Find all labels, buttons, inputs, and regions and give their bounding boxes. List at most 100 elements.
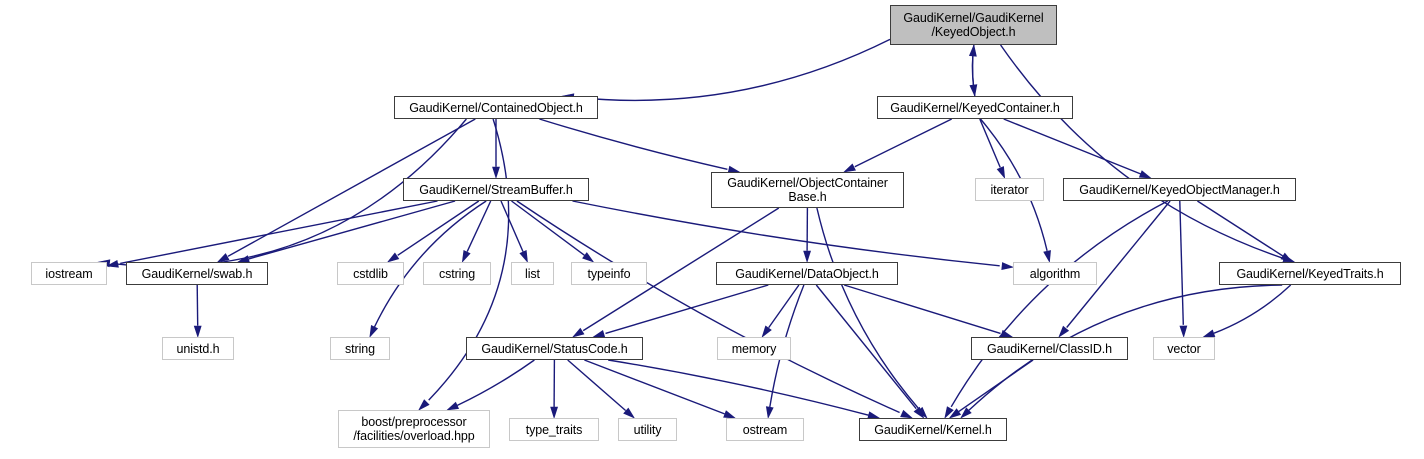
graph-edge-statuscode-to-utility bbox=[567, 359, 627, 412]
graph-node-string[interactable]: string bbox=[330, 337, 390, 360]
graph-node-label: string bbox=[345, 341, 375, 356]
graph-edge-streambuffer-to-typeinfo bbox=[511, 200, 585, 256]
graph-node-label: memory bbox=[731, 341, 777, 356]
graph-node-label: boost/preprocessor /facilities/overload.… bbox=[353, 415, 475, 443]
graph-edge-arrowhead bbox=[106, 260, 119, 268]
graph-node-typetraits[interactable]: type_traits bbox=[509, 418, 599, 441]
graph-node-utility[interactable]: utility bbox=[618, 418, 677, 441]
graph-node-label: typeinfo bbox=[587, 266, 631, 281]
graph-edge-keyedcontainer-to-objectcontainerbase bbox=[854, 118, 953, 168]
graph-node-label: list bbox=[525, 266, 540, 281]
graph-edge-dataobject-to-memory bbox=[768, 284, 800, 329]
graph-node-list[interactable]: list bbox=[511, 262, 554, 285]
graph-node-algorithm[interactable]: algorithm bbox=[1013, 262, 1097, 285]
graph-node-memory[interactable]: memory bbox=[717, 337, 791, 360]
graph-edge-keyedtraits-to-vector bbox=[1213, 284, 1292, 334]
graph-edge-dataobject-to-kernel bbox=[815, 284, 917, 410]
graph-edge-arrowhead bbox=[900, 409, 914, 419]
graph-edge-arrowhead bbox=[843, 163, 856, 173]
graph-edge-arrowhead bbox=[765, 406, 774, 419]
graph-edge-containedobject-to-objectcontainerbase bbox=[539, 118, 728, 170]
graph-node-objectcontainerbase[interactable]: GaudiKernel/ObjectContainer Base.h bbox=[711, 172, 904, 208]
graph-node-cstring[interactable]: cstring bbox=[423, 262, 491, 285]
graph-node-label: GaudiKernel/ClassID.h bbox=[986, 341, 1113, 356]
graph-node-streambuffer[interactable]: GaudiKernel/StreamBuffer.h bbox=[403, 178, 589, 201]
graph-node-vector[interactable]: vector bbox=[1153, 337, 1215, 360]
graph-node-boostoverload[interactable]: boost/preprocessor /facilities/overload.… bbox=[338, 410, 490, 448]
graph-edge-arrowhead bbox=[968, 44, 977, 57]
graph-edge-swab-to-unistd bbox=[196, 284, 199, 326]
graph-node-kernel[interactable]: GaudiKernel/Kernel.h bbox=[859, 418, 1007, 441]
graph-node-label: unistd.h bbox=[176, 341, 220, 356]
graph-node-label: GaudiKernel/DataObject.h bbox=[735, 266, 879, 281]
graph-edge-arrowhead bbox=[623, 407, 636, 419]
graph-node-keyedcontainer[interactable]: GaudiKernel/KeyedContainer.h bbox=[877, 96, 1073, 119]
graph-edge-arrowhead bbox=[913, 406, 925, 419]
graph-edge-dataobject-to-classid bbox=[843, 284, 1001, 335]
graph-node-label: cstdlib bbox=[353, 266, 388, 281]
graph-node-classid[interactable]: GaudiKernel/ClassID.h bbox=[971, 337, 1128, 360]
graph-edge-streambuffer-to-kernel bbox=[516, 200, 900, 414]
graph-edge-streambuffer-to-list bbox=[500, 200, 524, 252]
graph-edge-streambuffer-to-iostream bbox=[120, 200, 438, 265]
graph-edge-arrowhead bbox=[1001, 262, 1014, 270]
graph-edge-statuscode-to-ostream bbox=[584, 359, 725, 415]
graph-node-label: vector bbox=[1167, 341, 1201, 356]
graph-edge-streambuffer-to-string bbox=[373, 200, 487, 328]
graph-node-keyedobjectmanager[interactable]: GaudiKernel/KeyedObjectManager.h bbox=[1063, 178, 1296, 201]
graph-edge-arrowhead bbox=[216, 253, 230, 263]
graph-node-label: GaudiKernel/KeyedContainer.h bbox=[890, 100, 1060, 115]
graph-edge-arrowhead bbox=[996, 166, 1006, 179]
graph-node-statuscode[interactable]: GaudiKernel/StatusCode.h bbox=[466, 337, 643, 360]
graph-edge-arrowhead bbox=[492, 166, 500, 179]
graph-edge-containedobject-to-boostoverload bbox=[428, 118, 510, 401]
graph-edge-arrowhead bbox=[519, 250, 528, 263]
graph-edge-arrowhead bbox=[723, 410, 737, 419]
graph-node-label: utility bbox=[633, 422, 662, 437]
graph-edge-arrowhead bbox=[1043, 250, 1051, 263]
graph-edge-streambuffer-to-swab bbox=[248, 200, 456, 260]
graph-node-label: algorithm bbox=[1029, 266, 1081, 281]
graph-edge-statuscode-to-kernel bbox=[608, 359, 869, 416]
graph-node-iterator[interactable]: iterator bbox=[975, 178, 1044, 201]
graph-edge-keyedobjectmanager-to-classid bbox=[1066, 200, 1171, 328]
graph-node-keyedobject[interactable]: GaudiKernel/GaudiKernel /KeyedObject.h bbox=[890, 5, 1057, 45]
graph-edge-objectcontainerbase-to-kernel bbox=[816, 207, 920, 410]
graph-node-iostream[interactable]: iostream bbox=[31, 262, 107, 285]
graph-node-label: GaudiKernel/ObjectContainer Base.h bbox=[727, 176, 888, 204]
graph-node-label: GaudiKernel/KeyedObjectManager.h bbox=[1079, 182, 1280, 197]
graph-edge-arrowhead bbox=[193, 325, 202, 338]
graph-edge-arrowhead bbox=[369, 325, 379, 338]
graph-node-label: GaudiKernel/Kernel.h bbox=[874, 422, 992, 437]
graph-edge-keyedcontainer-to-iterator bbox=[979, 118, 1001, 168]
graph-node-unistd[interactable]: unistd.h bbox=[162, 337, 234, 360]
graph-node-label: GaudiKernel/StatusCode.h bbox=[481, 341, 628, 356]
graph-node-label: type_traits bbox=[525, 422, 583, 437]
graph-node-cstdlib[interactable]: cstdlib bbox=[337, 262, 404, 285]
graph-edge-keyedobjectmanager-to-vector bbox=[1179, 200, 1184, 325]
graph-edge-arrowhead bbox=[960, 407, 972, 419]
graph-node-dataobject[interactable]: GaudiKernel/DataObject.h bbox=[716, 262, 898, 285]
graph-edge-keyedcontainer-to-keyedobjectmanager bbox=[1003, 118, 1141, 175]
graph-node-ostream[interactable]: ostream bbox=[726, 418, 804, 441]
graph-edge-keyedobject-to-containedobject bbox=[576, 38, 891, 102]
graph-node-label: GaudiKernel/StreamBuffer.h bbox=[419, 182, 573, 197]
graph-edge-arrowhead bbox=[572, 327, 585, 338]
graph-edge-arrowhead bbox=[446, 401, 460, 411]
graph-node-containedobject[interactable]: GaudiKernel/ContainedObject.h bbox=[394, 96, 598, 119]
graph-edge-streambuffer-to-cstdlib bbox=[397, 200, 480, 256]
graph-edge-statuscode-to-boostoverload bbox=[456, 359, 535, 407]
graph-node-keyedtraits[interactable]: GaudiKernel/KeyedTraits.h bbox=[1219, 262, 1401, 285]
graph-edge-arrowhead bbox=[418, 399, 430, 411]
graph-edge-containedobject-to-swab bbox=[227, 118, 476, 257]
graph-node-label: iostream bbox=[45, 266, 93, 281]
graph-node-swab[interactable]: GaudiKernel/swab.h bbox=[126, 262, 268, 285]
graph-edge-arrowhead bbox=[1280, 252, 1293, 263]
graph-node-label: GaudiKernel/swab.h bbox=[141, 266, 253, 281]
graph-edge-keyedobjectmanager-to-kernel bbox=[950, 200, 1169, 408]
graph-edge-arrowhead bbox=[1138, 170, 1152, 179]
graph-edge-objectcontainerbase-to-statuscode bbox=[582, 207, 780, 332]
graph-edge-arrowhead bbox=[1058, 325, 1070, 338]
graph-node-typeinfo[interactable]: typeinfo bbox=[571, 262, 647, 285]
graph-edge-arrowhead bbox=[761, 325, 772, 338]
